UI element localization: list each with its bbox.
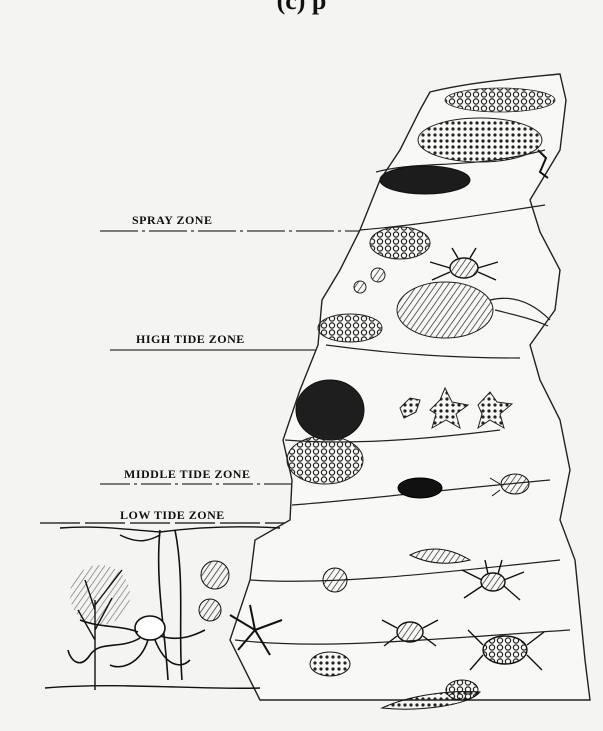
kelp-stipe-2: [175, 530, 182, 680]
periwinkle-cluster: [445, 88, 555, 112]
snail-icon-2: [354, 281, 366, 293]
rockweed-clump: [296, 380, 364, 440]
mussel-bed: [380, 166, 470, 194]
octopus-icon: [68, 616, 205, 667]
sea-urchin-icon-2: [201, 561, 229, 589]
barnacle-cluster: [370, 227, 430, 259]
sea-urchin-icon: [323, 568, 347, 592]
middle-tide-zone-label: MIDDLE TIDE ZONE: [124, 467, 250, 482]
high-tide-zone-label: HIGH TIDE ZONE: [136, 332, 245, 347]
kelp-stipe: [159, 530, 168, 680]
kelp-blades: [60, 527, 280, 541]
chiton-icon: [398, 478, 442, 498]
spray-zone-label: SPRAY ZONE: [132, 213, 212, 228]
sponge-icon: [310, 652, 350, 676]
sea-floor: [45, 686, 260, 689]
coral-clump: [446, 680, 478, 700]
acorn-barnacles: [287, 436, 363, 484]
snail-icon: [371, 268, 385, 282]
anemone-cluster: [318, 314, 382, 342]
lichen-cluster: [418, 118, 542, 162]
low-tide-zone-label: LOW TIDE ZONE: [120, 508, 225, 523]
seaweed-clump: [397, 282, 493, 338]
sea-urchin-icon-3: [199, 599, 221, 621]
